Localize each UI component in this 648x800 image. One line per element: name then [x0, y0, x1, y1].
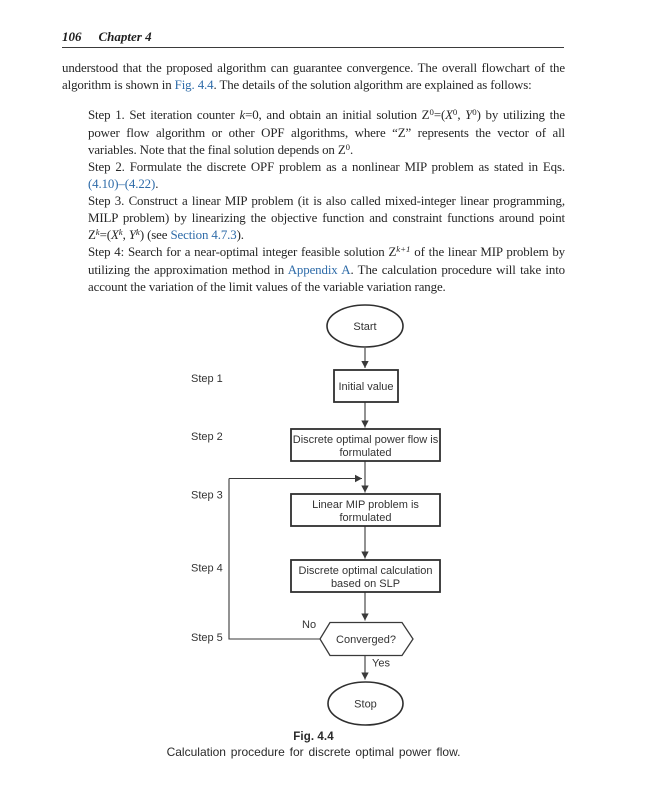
cross-reference-link[interactable]: Appendix A [287, 263, 351, 278]
linear-mip-node [290, 493, 441, 527]
linear-mip-label-line2: formulated [340, 512, 392, 524]
stop-node-label: Stop [354, 699, 377, 711]
discrete-calc-node [290, 559, 441, 593]
linear-mip-label-line1: Linear MIP problem is [312, 499, 419, 511]
flow-step2-label: Step 2 [191, 431, 223, 443]
converged-label: Converged? [336, 634, 396, 646]
discrete-opf-label-line2: formulated [340, 447, 392, 459]
flow-step3-label: Step 3 [191, 490, 223, 502]
initial-value-label: Initial value [338, 381, 393, 393]
start-node-label: Start [353, 321, 376, 333]
figure-caption-text: Calculation procedure for discrete optim… [166, 745, 461, 759]
discrete-opf-node [290, 428, 441, 462]
start-node [326, 304, 404, 348]
page-number: 106 [62, 29, 82, 44]
discrete-calc-label-line2: based on SLP [331, 578, 400, 590]
running-head: 106 Chapter 4 [62, 29, 564, 45]
discrete-opf-label-line1: Discrete optimal power flow is [293, 434, 439, 446]
algorithm-steps: Step 1. Set iteration counter k=0, and o… [88, 107, 565, 296]
step-4-paragraph: Step 4: Search for a near-optimal intege… [88, 244, 566, 294]
discrete-calc-label-line1: Discrete optimal calculation [299, 565, 433, 577]
flow-step4-label: Step 4 [191, 563, 223, 575]
cross-reference-link[interactable]: Section 4.7.3 [170, 227, 237, 242]
no-branch-label: No [302, 619, 316, 631]
chapter-title: Chapter 4 [98, 29, 152, 44]
step-1-paragraph: Step 1. Set iteration counter k=0, and o… [88, 107, 565, 157]
flow-step1-label: Step 1 [191, 373, 223, 385]
figure-caption: Fig. 4.4 Calculation procedure for discr… [62, 731, 565, 759]
header-rule [62, 47, 564, 49]
flow-step5-label: Step 5 [191, 632, 223, 644]
converged-decision-node [319, 621, 414, 657]
stop-node [327, 681, 404, 726]
flowchart-figure: Step 1 Step 2 Step 3 Step 4 Step 5 Start… [191, 304, 441, 726]
initial-value-node [333, 369, 399, 403]
cross-reference-link[interactable]: (4.10)–(4.22) [88, 177, 156, 192]
step-2-paragraph: Step 2. Formulate the discrete OPF probl… [88, 160, 565, 192]
step-3-paragraph: Step 3. Construct a linear MIP problem (… [88, 193, 565, 242]
feedback-loop-line [228, 478, 320, 640]
intro-paragraph: understood that the proposed algorithm c… [62, 61, 565, 92]
figure-caption-label: Fig. 4.4 [293, 731, 334, 743]
cross-reference-link[interactable]: Fig. 4.4 [174, 78, 214, 92]
yes-branch-label: Yes [372, 658, 390, 670]
